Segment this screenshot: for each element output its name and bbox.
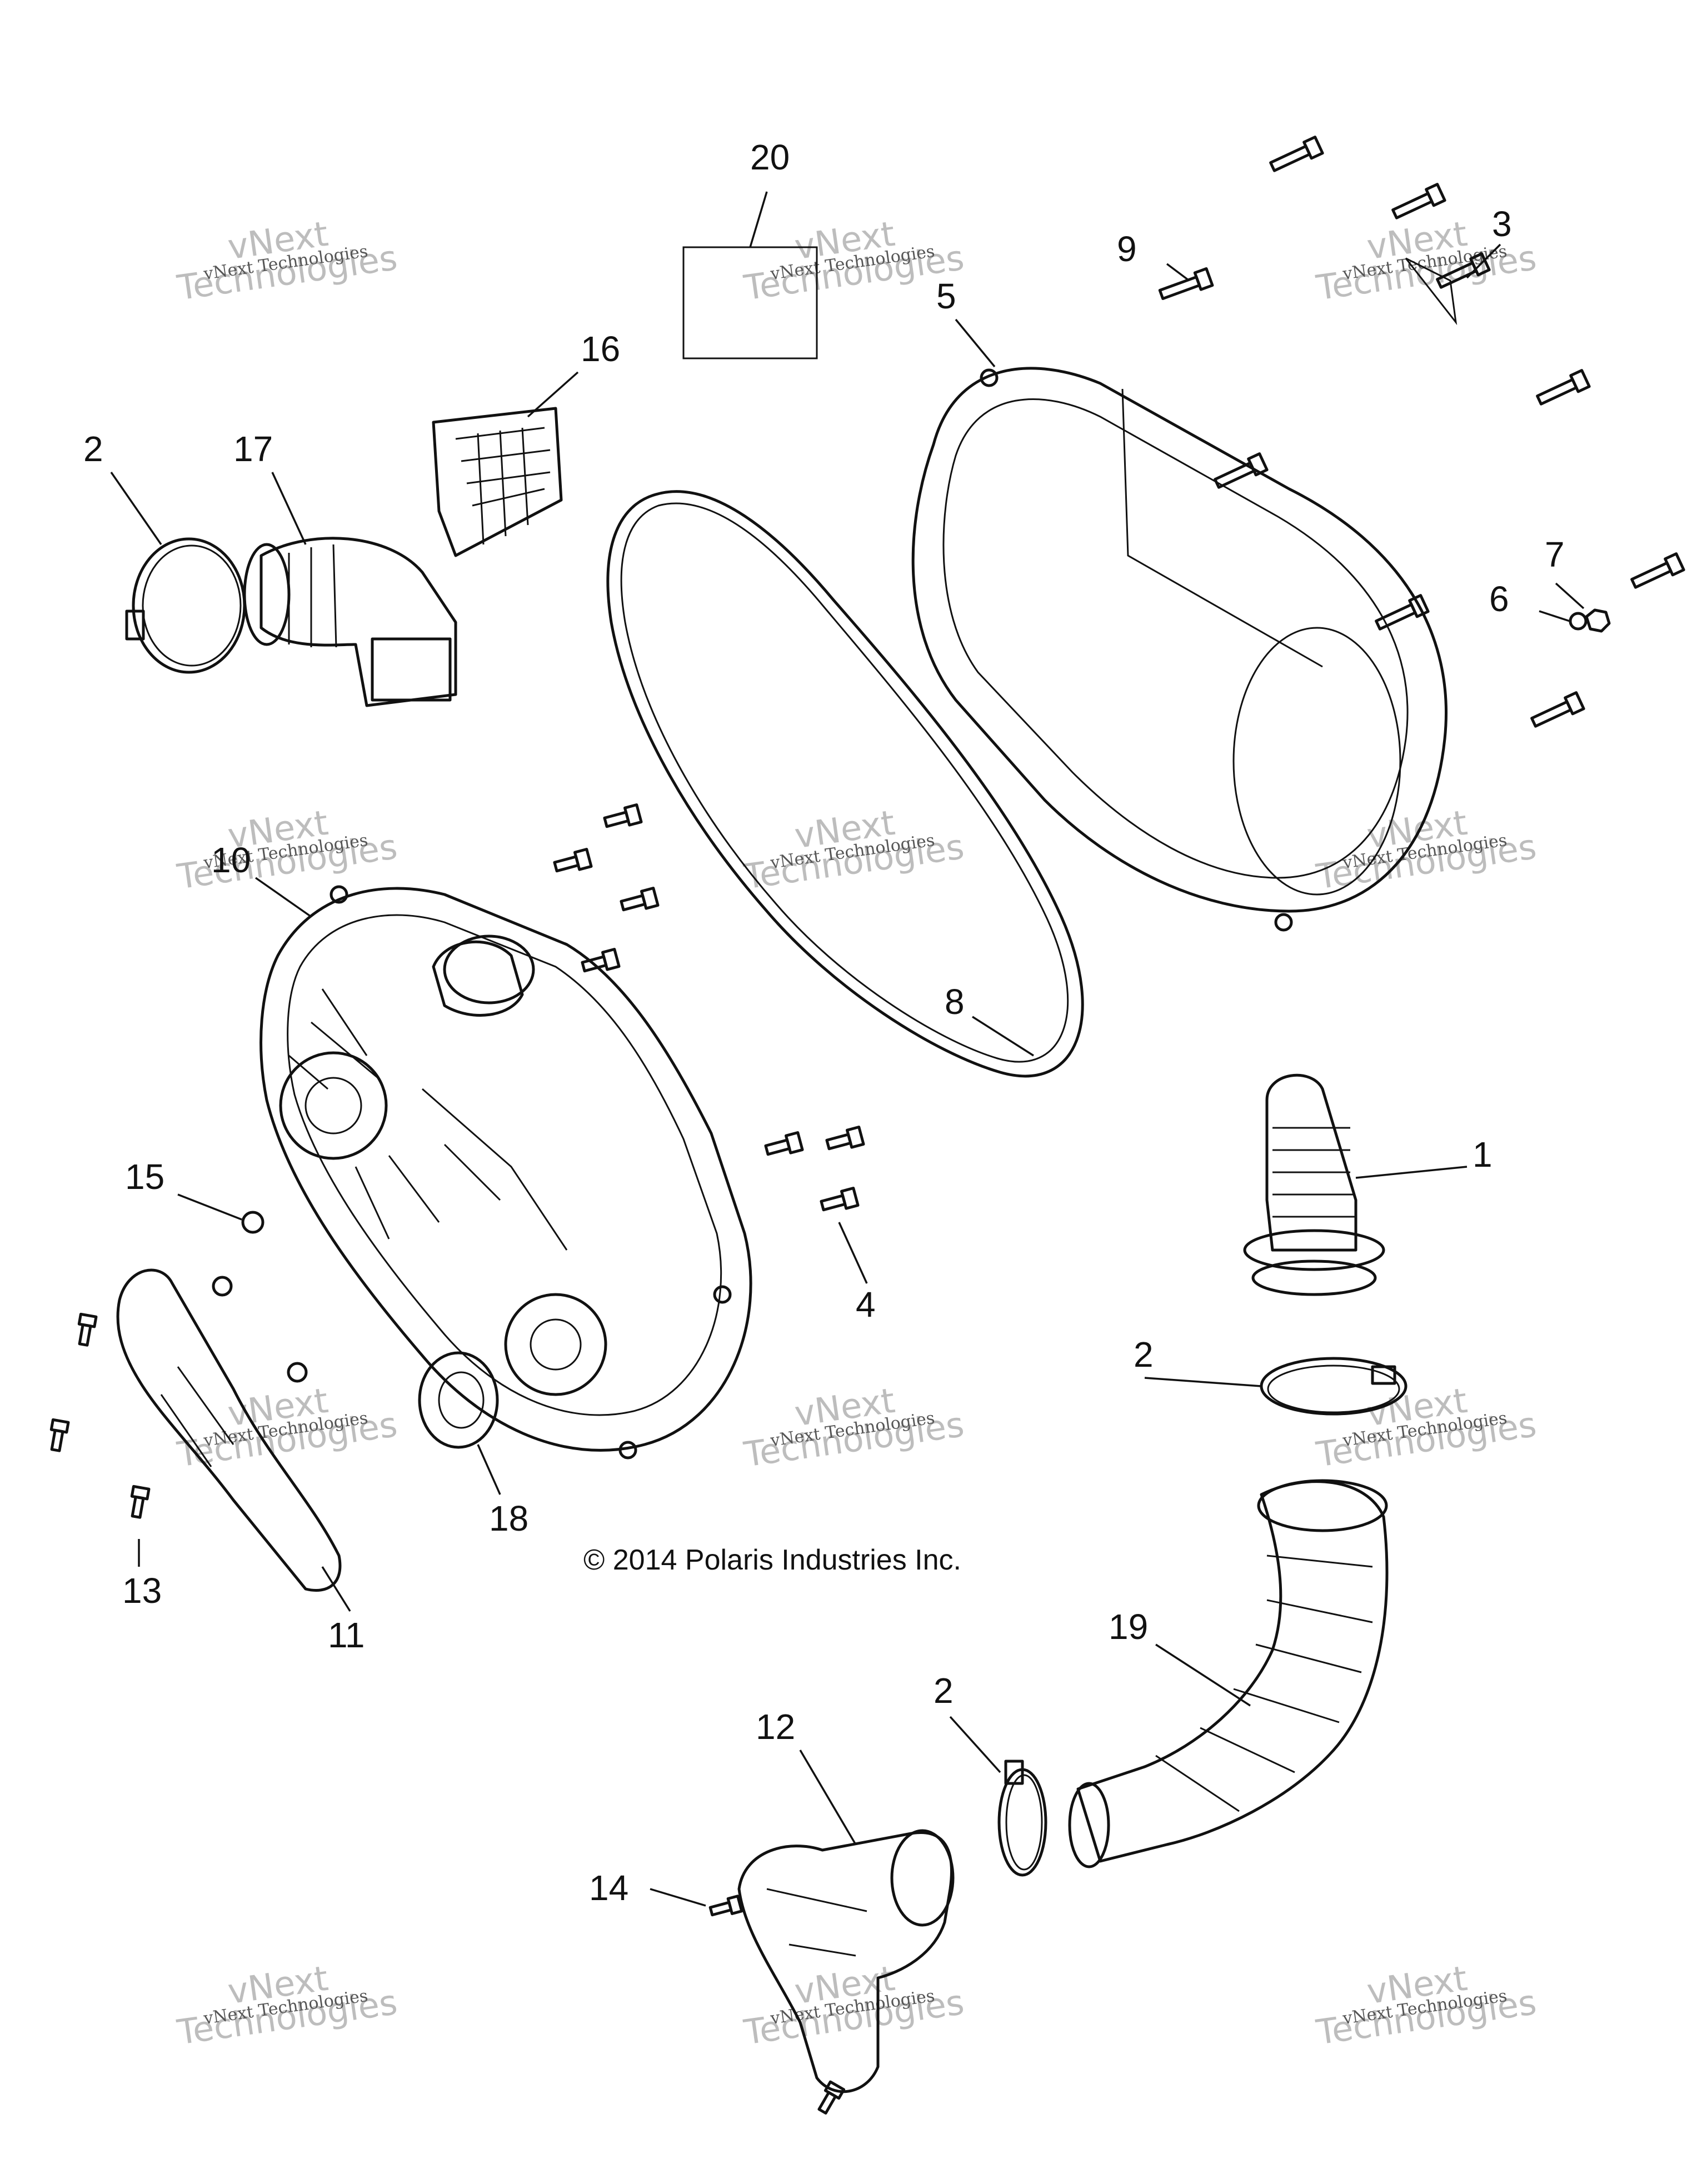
callout-2-bottom: 2	[934, 1671, 954, 1711]
callout-8: 8	[945, 982, 965, 1022]
watermark-1: vNext Technologies vNext Technologies	[174, 213, 400, 308]
bolt-icon	[603, 803, 643, 828]
bolt-icon	[1436, 252, 1491, 289]
drive-belt-part	[606, 490, 1084, 1078]
callout-9: 9	[1117, 229, 1137, 269]
bolt-icon	[1375, 594, 1430, 631]
bolt-icon	[1269, 136, 1324, 172]
callout-19: 19	[1109, 1607, 1148, 1647]
heat-shield-part	[116, 1268, 342, 1592]
nut-part	[241, 1211, 264, 1234]
watermark-7: vNext Technologies vNext Technologies	[174, 1380, 400, 1475]
callout-18: 18	[489, 1498, 528, 1538]
intake-duct-part	[243, 537, 457, 707]
screw-icon	[708, 1895, 743, 1917]
outer-clutch-cover-part	[911, 367, 1448, 932]
nut-part	[212, 1276, 233, 1297]
watermark-11: vNext Technologies vNext Technologies	[741, 1958, 967, 2053]
bolt-icon	[1530, 691, 1585, 728]
callout-5: 5	[936, 276, 956, 316]
callout-14: 14	[589, 1868, 628, 1908]
exhaust-duct-part	[1068, 1479, 1389, 1868]
screw-icon	[817, 2080, 846, 2115]
callout-16: 16	[581, 329, 620, 369]
screw-icon	[130, 1485, 151, 1519]
inner-cover-bolts	[553, 803, 865, 1212]
bolt-icon	[825, 1125, 865, 1151]
callout-17: 17	[233, 429, 273, 469]
callout-7: 7	[1545, 534, 1565, 574]
callout-20: 20	[750, 137, 790, 177]
callout-2-mid: 2	[1134, 1335, 1154, 1375]
tie-part	[1405, 257, 1458, 326]
callout-13: 13	[122, 1571, 162, 1611]
leader-lines	[110, 191, 1585, 1907]
drive-belt-inner-edge	[620, 502, 1069, 1063]
watermark-8: vNext Technologies vNext Technologies	[741, 1380, 967, 1475]
nut-part	[1585, 608, 1611, 633]
vent-grille-part	[432, 407, 563, 557]
hose-clamp-part	[997, 1760, 1047, 1877]
air-filter-part	[1243, 1073, 1385, 1296]
screw-icon	[49, 1418, 70, 1452]
watermark-9: vNext Technologies vNext Technologies	[1314, 1380, 1539, 1475]
callout-2-top: 2	[83, 429, 103, 469]
bolt-icon	[553, 847, 593, 873]
bolt-icon	[1536, 369, 1591, 406]
bolt-icon	[820, 1186, 860, 1212]
callout-6: 6	[1489, 579, 1509, 619]
watermark-4: vNext Technologies vNext Technologies	[174, 802, 400, 897]
hose-clamp-part	[1260, 1357, 1407, 1416]
callout-3: 3	[1492, 204, 1512, 244]
callout-1: 1	[1473, 1135, 1493, 1175]
callout-10: 10	[211, 840, 251, 880]
bolt-icon	[581, 947, 621, 973]
callout-4: 4	[856, 1285, 876, 1325]
bolt-icon	[620, 886, 660, 912]
bolt-icon	[1391, 183, 1446, 219]
nut-part	[287, 1362, 308, 1383]
intake-elbow-part	[737, 1829, 955, 2093]
seal-ring-part	[418, 1351, 499, 1449]
bolt-icon	[1158, 267, 1214, 301]
watermark-12: vNext Technologies vNext Technologies	[1314, 1958, 1539, 2053]
callout-15: 15	[125, 1157, 164, 1197]
copyright-text: © 2014 Polaris Industries Inc.	[583, 1544, 961, 1576]
bolt-icon	[764, 1131, 804, 1156]
callout-labels: 20 3 9 5 16 2 17 7 6 10 8 1 15 4 2 18 13…	[83, 137, 1565, 1908]
watermark-6: vNext Technologies vNext Technologies	[1314, 802, 1539, 897]
screw-icon	[77, 1312, 98, 1347]
inner-clutch-cover-part	[259, 885, 752, 1460]
washer-part	[1569, 612, 1588, 631]
callout-12: 12	[756, 1707, 795, 1747]
callout-11: 11	[328, 1615, 365, 1655]
watermark-10: vNext Technologies vNext Technologies	[174, 1958, 400, 2053]
watermark-5: vNext Technologies vNext Technologies	[741, 802, 967, 897]
hose-clamp-part	[125, 537, 246, 674]
watermark-2: vNext Technologies vNext Technologies	[741, 213, 967, 308]
bolt-icon	[1630, 552, 1685, 589]
